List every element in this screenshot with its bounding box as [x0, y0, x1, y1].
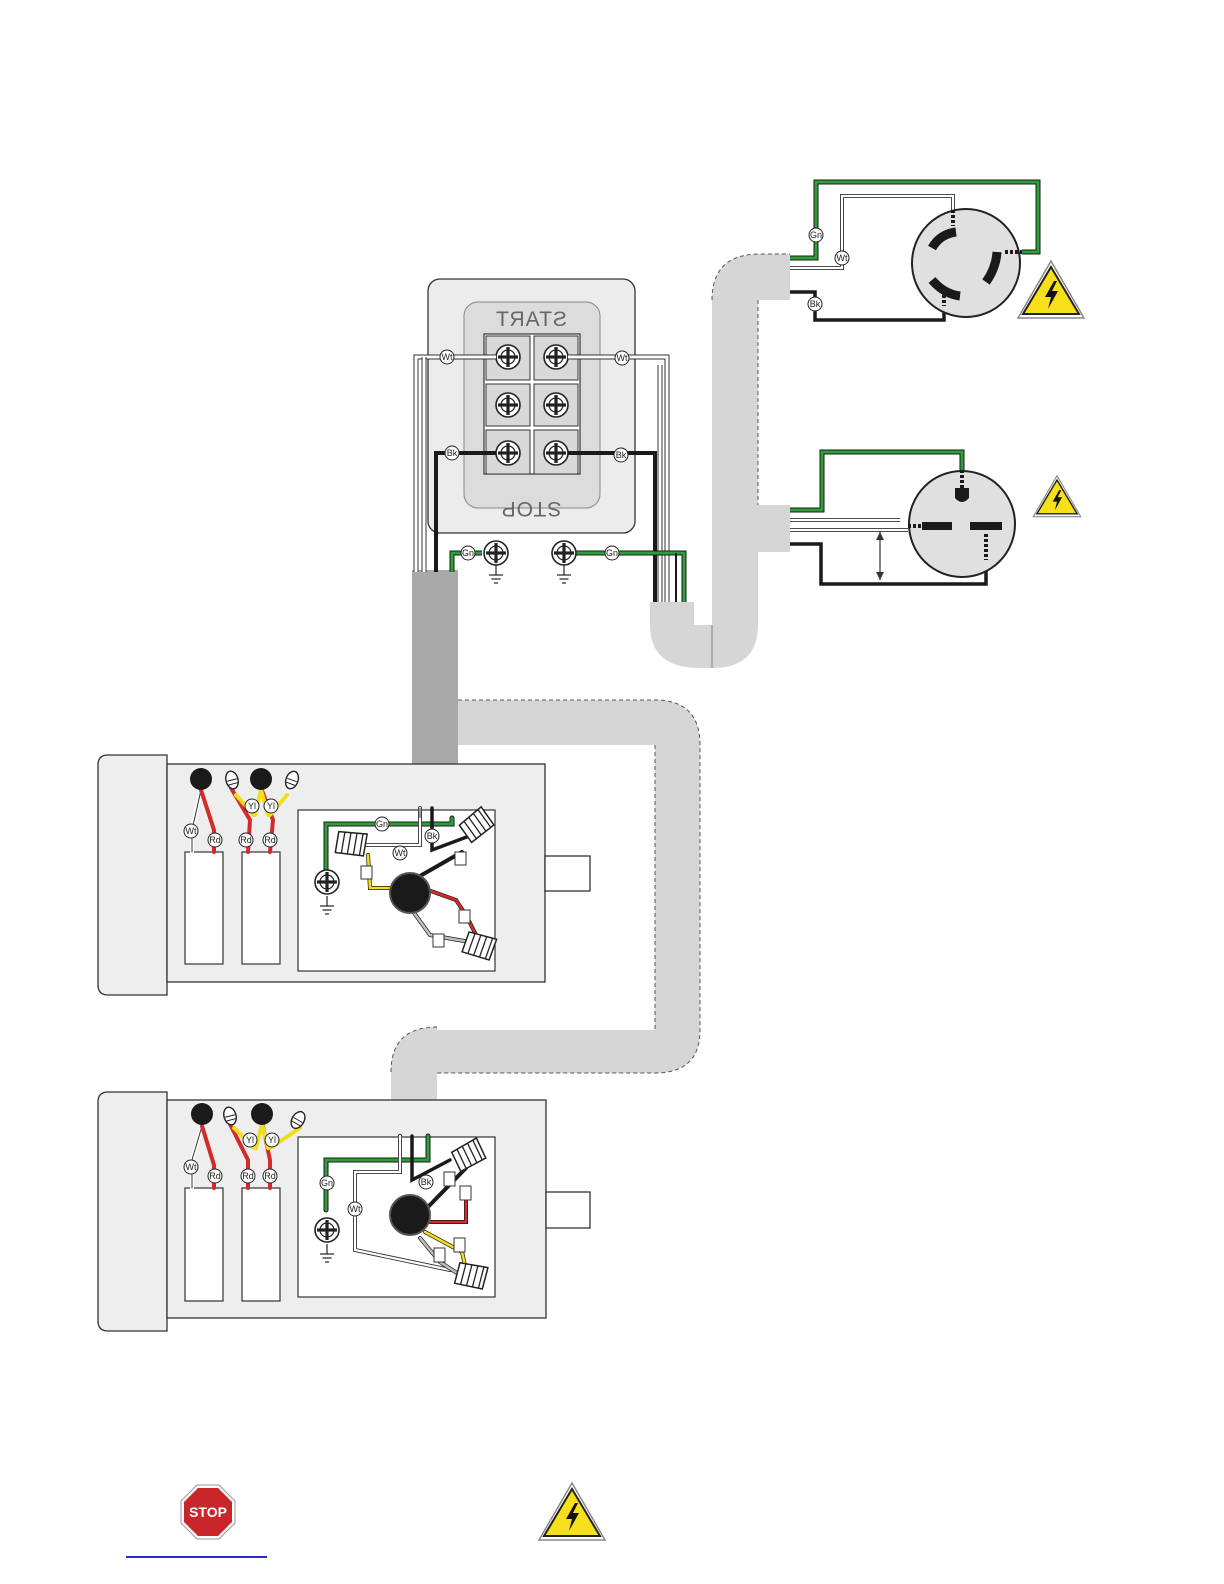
motor-thermal-switch: [390, 873, 430, 913]
svg-text:Gn: Gn: [376, 819, 388, 829]
svg-text:Wt: Wt: [186, 826, 197, 836]
capacitor-terminal: [190, 768, 212, 790]
svg-text:Rd: Rd: [264, 835, 276, 845]
footer-link-underline[interactable]: [126, 1556, 267, 1558]
svg-text:Yl: Yl: [248, 801, 256, 811]
terminal-screw-icon: [544, 345, 568, 369]
motor-1: Wt Rd Rd Rd Yl Yl Gn: [98, 755, 590, 995]
terminal-screw-icon: [496, 393, 520, 417]
capacitor: [185, 1188, 223, 1301]
motor-shaft: [545, 856, 590, 891]
svg-text:Wt: Wt: [837, 253, 848, 263]
svg-text:Wt: Wt: [442, 352, 453, 362]
ground-symbol-icon: [557, 565, 571, 583]
svg-text:Rd: Rd: [209, 835, 221, 845]
motor-shaft: [546, 1192, 590, 1228]
svg-text:Gn: Gn: [810, 230, 822, 240]
motor-2: Wt Rd Rd Rd Yl Yl Gn Wt: [98, 1092, 590, 1331]
terminal-screw-icon: [496, 345, 520, 369]
stop-sign-icon: STOP: [181, 1485, 235, 1539]
svg-text:Gn: Gn: [606, 548, 618, 558]
svg-text:Yl: Yl: [268, 1135, 276, 1145]
switch-stop-label: STOP: [501, 497, 562, 520]
receptacle-blade: [970, 522, 1002, 530]
svg-text:Wt: Wt: [395, 848, 406, 858]
capacitor-terminal: [251, 1103, 273, 1125]
capacitor-terminal: [191, 1103, 213, 1125]
svg-text:Yl: Yl: [267, 801, 275, 811]
receptacle-ground-pin: [955, 488, 969, 502]
svg-text:Bk: Bk: [447, 448, 458, 458]
svg-text:Yl: Yl: [246, 1135, 254, 1145]
terminal-screw-icon: [315, 870, 339, 894]
svg-text:Rd: Rd: [242, 1171, 254, 1181]
receptacle-blade: [922, 522, 952, 530]
svg-text:Wt: Wt: [350, 1204, 361, 1214]
svg-text:Wt: Wt: [186, 1162, 197, 1172]
svg-text:Wt: Wt: [617, 353, 628, 363]
ground-screw-right: [552, 541, 576, 565]
svg-text:Gn: Gn: [321, 1178, 333, 1188]
warning-triangle-icon: [1033, 476, 1081, 517]
magnetic-switch-box: START STOP: [428, 279, 635, 533]
warning-triangle-icon: [539, 1483, 605, 1540]
terminal-screw-icon: [315, 1218, 339, 1242]
capacitor-terminal: [250, 768, 272, 790]
svg-text:Bk: Bk: [421, 1177, 432, 1187]
svg-text:Bk: Bk: [810, 299, 821, 309]
warning-triangle-icon: [1018, 261, 1084, 318]
svg-text:Bk: Bk: [427, 831, 438, 841]
svg-text:Bk: Bk: [616, 450, 627, 460]
terminal-screw-icon: [496, 441, 520, 465]
capacitor: [242, 1188, 280, 1301]
ground-screw-left: [484, 541, 508, 565]
svg-text:STOP: STOP: [189, 1504, 227, 1520]
motor-thermal-switch: [390, 1195, 430, 1235]
terminal-screw-icon: [544, 441, 568, 465]
capacitor: [185, 852, 223, 964]
capacitor: [242, 852, 280, 964]
svg-text:Gn: Gn: [462, 548, 474, 558]
ground-symbol-icon: [489, 565, 503, 583]
terminal-screw-icon: [544, 393, 568, 417]
svg-text:Rd: Rd: [264, 1171, 276, 1181]
svg-text:Rd: Rd: [240, 835, 252, 845]
svg-text:Rd: Rd: [209, 1171, 221, 1181]
switch-start-label: START: [495, 308, 567, 331]
